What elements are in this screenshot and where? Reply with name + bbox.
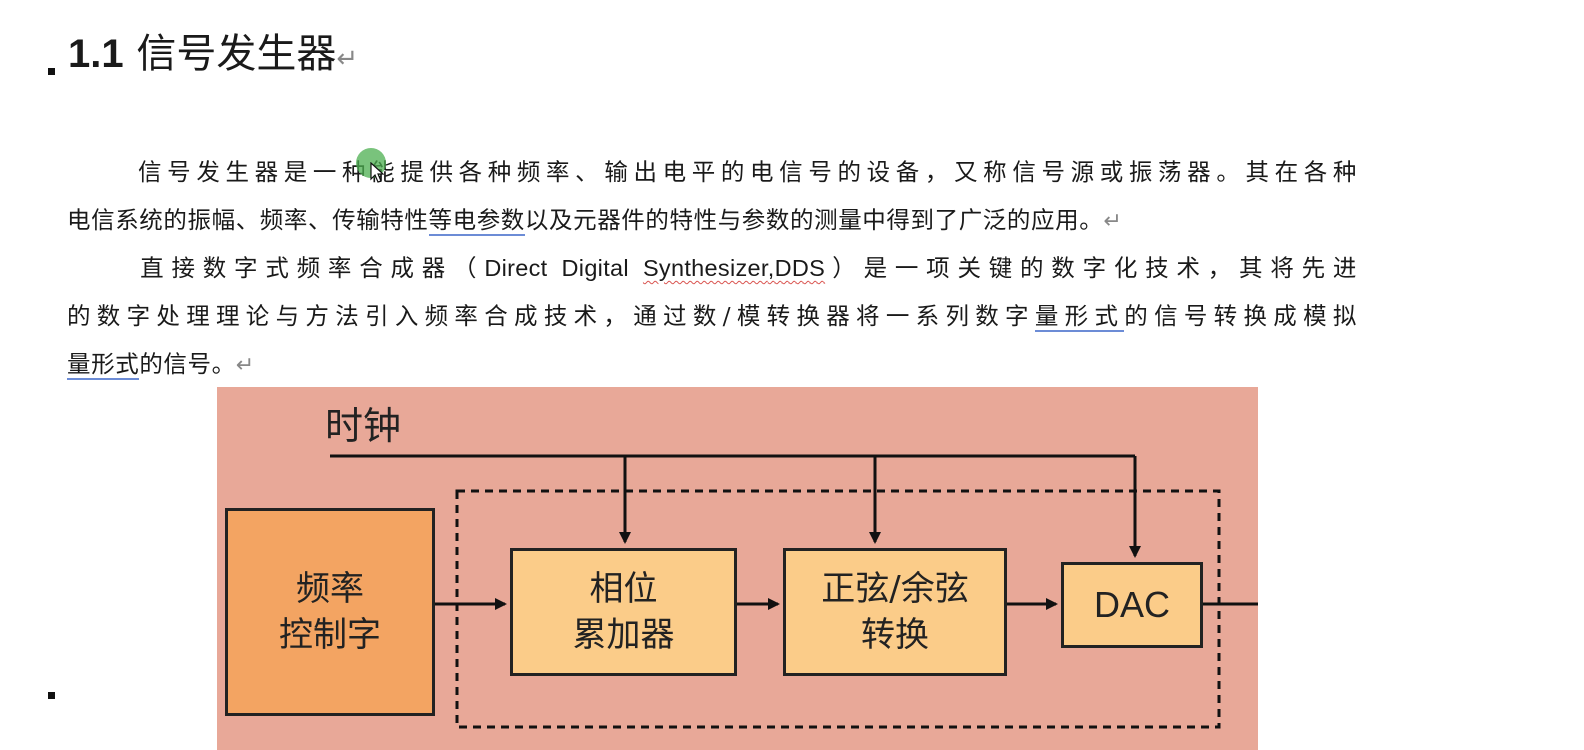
grammar-underline: 等电参数 — [428, 206, 525, 236]
grammar-underline: 量形式 — [67, 350, 140, 380]
text-line: 直接数字式频率合成器（Direct Digital Synthesizer,DD… — [133, 254, 1357, 282]
spelling-underline: Synthesizer — [642, 255, 768, 281]
section-heading[interactable]: 1.1 信号发生器↵ — [68, 28, 358, 85]
mouse-cursor-icon — [370, 162, 384, 183]
paragraph-marker — [48, 68, 55, 75]
phase-accumulator-block: 相位 累加器 — [510, 548, 737, 676]
sin-cos-conversion-block: 正弦/余弦 转换 — [783, 548, 1007, 676]
text-line: 信号发生器是一种能提供各种频率、输出电平的电信号的设备，又称信号源或振荡器。其在… — [133, 158, 1357, 186]
clock-label: 时钟 — [325, 404, 402, 448]
text-line: 电信系统的振幅、频率、传输特性等电参数以及元器件的特性与参数的测量中得到了广泛的… — [67, 206, 1123, 236]
paragraph-signal-generator[interactable]: 信号发生器是一种能提供各种频率、输出电平的电信号的设备，又称信号源或振荡器。其在… — [67, 148, 1357, 246]
grammar-underline: 量形式 — [1034, 302, 1125, 332]
freq-control-word-block: 频率 控制字 — [225, 508, 435, 716]
text-line: 的数字处理理论与方法引入频率合成技术，通过数/模转换器将一系列数字量形式的信号转… — [67, 302, 1357, 332]
paragraph-dds[interactable]: 直接数字式频率合成器（Direct Digital Synthesizer,DD… — [67, 244, 1357, 390]
text-line: 量形式的信号。↵ — [67, 350, 255, 380]
paragraph-mark-icon: ↵ — [235, 353, 255, 378]
paragraph-mark-icon: ↵ — [336, 44, 359, 74]
diagram-connectors — [330, 454, 1258, 729]
dac-block: DAC — [1061, 562, 1203, 648]
section-title: 信号发生器 — [136, 31, 337, 77]
section-number: 1.1 — [68, 32, 124, 76]
dds-block-diagram[interactable]: 时钟 频率 控制字 相位 累加器 正弦/余弦 转换 DAC — [217, 387, 1258, 750]
paragraph-mark-icon: ↵ — [1103, 209, 1123, 234]
paragraph-marker — [48, 692, 55, 699]
dashed-boundary — [455, 489, 1221, 729]
